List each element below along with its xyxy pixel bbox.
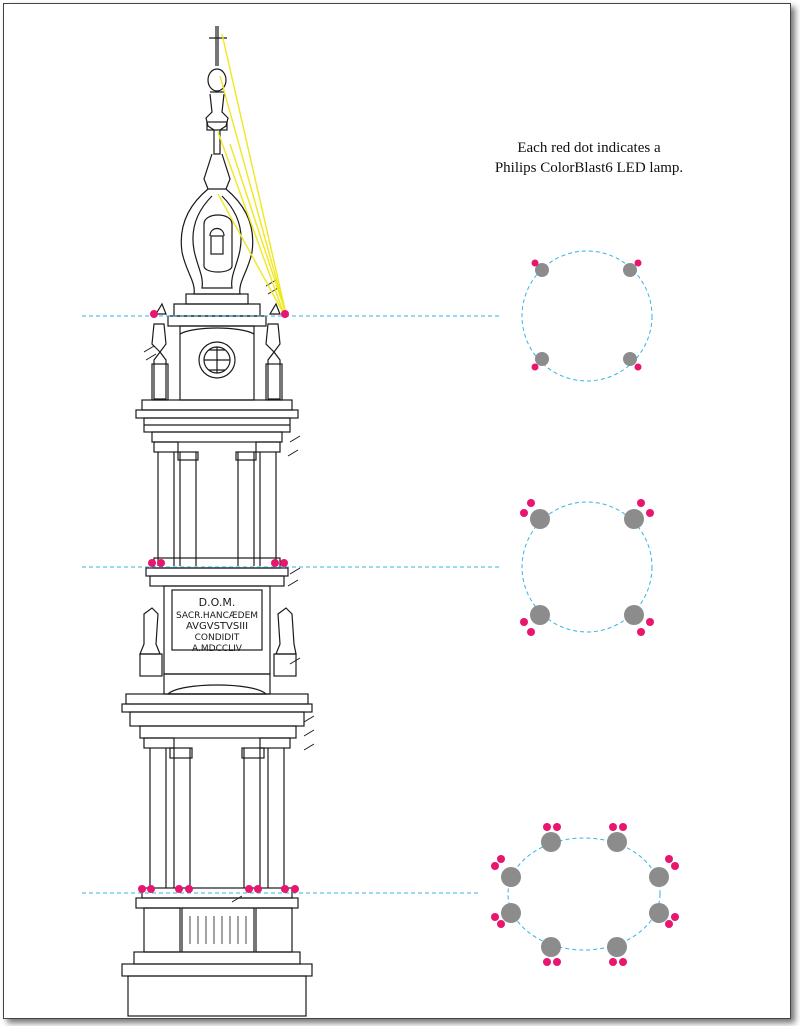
lamp-dot: [520, 509, 528, 517]
column-marker: [501, 903, 521, 923]
legend-line-1: Each red dot indicates a: [517, 140, 661, 156]
lamp-dot: [245, 885, 253, 893]
lamp-dot: [491, 913, 499, 921]
level-guide-lines: [82, 250, 661, 951]
lamp-dot: [491, 862, 499, 870]
column-marker: [541, 937, 561, 957]
lamp-dot: [619, 823, 627, 831]
light-beam-lines: [217, 33, 287, 315]
lamp-dot: [543, 958, 551, 966]
lamp-dot: [175, 885, 183, 893]
upper-cornice: [135, 399, 299, 433]
lamp-dot: [637, 628, 645, 636]
plan-ring-top: [521, 250, 653, 382]
inscription-line-2: SACR.HANCÆDEM: [176, 611, 258, 621]
lamp-dot: [637, 499, 645, 507]
lamp-dot: [646, 618, 654, 626]
lamp-dot: [147, 885, 155, 893]
column-marker: [624, 605, 644, 625]
lamp-dot: [665, 855, 673, 863]
lamp-dot: [254, 885, 262, 893]
lamp-dot: [280, 559, 288, 567]
column-marker: [535, 263, 549, 277]
plan-middle: [520, 499, 654, 636]
column-marker: [649, 903, 669, 923]
elevation-lamp-dots: [138, 310, 299, 893]
inscription-line-5: A.MDCCLIV: [192, 644, 243, 654]
drawing-sheet: Each red dot indicates a Philips ColorBl…: [3, 3, 791, 1019]
lamp-dot: [497, 855, 505, 863]
lamp-dot: [634, 259, 642, 267]
lamp-dot: [271, 559, 279, 567]
plan-ring-bottom: [507, 837, 661, 951]
lamp-dot: [671, 913, 679, 921]
lamp-dot: [671, 862, 679, 870]
inscription-line-1: D.O.M.: [199, 596, 236, 609]
tower-elevation-drawing: D.O.M. SACR.HANCÆDEM AVGVSTVSIII CONDIDI…: [82, 26, 679, 1017]
legend-line-2: Philips ColorBlast6 LED lamp.: [494, 160, 684, 176]
lamp-dot: [157, 559, 165, 567]
inscription-line-4: CONDIDIT: [195, 633, 240, 643]
lamp-dot: [497, 920, 505, 928]
column-marker: [530, 509, 550, 529]
lamp-dot: [531, 363, 539, 371]
bell-tower-elevation: [121, 26, 315, 1017]
column-marker: [530, 605, 550, 625]
column-marker: [624, 509, 644, 529]
lamp-dot: [553, 823, 561, 831]
plan-bottom: [491, 823, 679, 966]
lamp-dot: [520, 618, 528, 626]
lamp-dot: [609, 823, 617, 831]
lamp-dot: [281, 885, 289, 893]
lamp-dot: [634, 363, 642, 371]
column-marker: [649, 867, 669, 887]
lamp-dot: [527, 499, 535, 507]
lamp-dot: [185, 885, 193, 893]
inscription-plaque: D.O.M. SACR.HANCÆDEM AVGVSTVSIII CONDIDI…: [176, 596, 258, 654]
lamp-dot: [148, 559, 156, 567]
lamp-dot: [665, 920, 673, 928]
base-balustrade: [121, 897, 313, 1017]
lamp-dot: [281, 310, 289, 318]
column-marker: [623, 352, 637, 366]
lamp-dot: [609, 958, 617, 966]
lamp-dot: [646, 509, 654, 517]
lamp-dot: [527, 628, 535, 636]
lamp-dot: [138, 885, 146, 893]
lamp-dot: [553, 958, 561, 966]
column-marker: [607, 937, 627, 957]
lamp-dot: [150, 310, 158, 318]
lamp-dot: [531, 259, 539, 267]
upper-drum: [151, 293, 283, 401]
elevation-marks: [143, 279, 315, 903]
lamp-dot: [291, 885, 299, 893]
lower-colonnade: [139, 725, 297, 899]
lamp-dot: [543, 823, 551, 831]
cross-finial: [207, 26, 227, 93]
column-marker: [607, 832, 627, 852]
column-marker: [541, 832, 561, 852]
legend-caption: Each red dot indicates a Philips ColorBl…: [464, 138, 714, 178]
inscription-line-3: AVGVSTVSIII: [186, 621, 248, 632]
upper-colonnade: [151, 431, 283, 569]
plan-ring-middle: [521, 501, 653, 633]
column-marker: [535, 352, 549, 366]
column-marker: [501, 867, 521, 887]
plan-top: [531, 259, 642, 371]
lamp-dot: [619, 958, 627, 966]
middle-cornice: [121, 567, 313, 727]
column-marker: [623, 263, 637, 277]
